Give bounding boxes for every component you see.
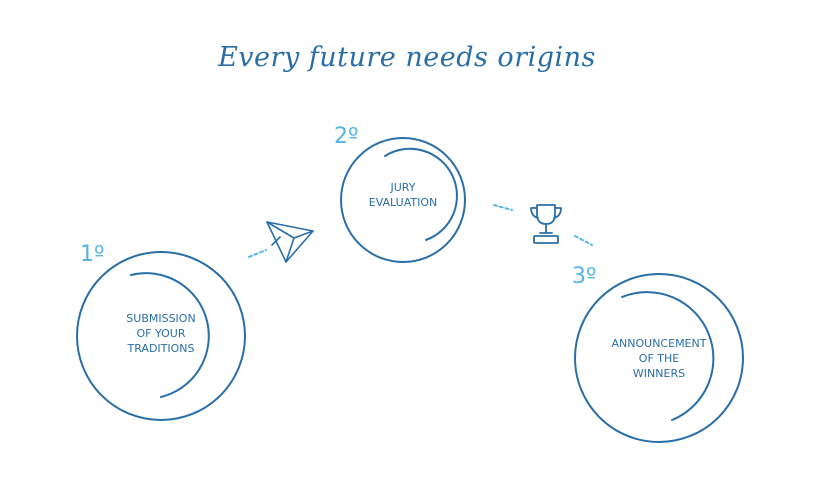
connector-dots-2 [493, 204, 513, 211]
page-title: Every future needs origins [218, 42, 596, 73]
step-2-outer-circle [340, 137, 466, 263]
step-3-label-line-2: OF THE [638, 352, 680, 365]
step-1-label-line-1: SUBMISSION [126, 312, 196, 325]
paper-plane-icon [266, 221, 314, 263]
step-3-label: ANNOUNCEMENT OF THE WINNERS [584, 336, 734, 381]
step-1-label: SUBMISSION OF YOUR TRADITIONS [96, 311, 226, 356]
step-1-label-line-3: TRADITIONS [127, 342, 195, 355]
step-3-inner-arc [621, 291, 715, 421]
step-2-inner-arc [384, 147, 458, 241]
step-2-label-line-2: EVALUATION [368, 196, 438, 209]
step-2-number: 2º [334, 124, 359, 149]
step-2-label-line-1: JURY [390, 181, 416, 194]
step-1-inner-arc [130, 272, 210, 398]
connector-dots-1 [248, 249, 267, 258]
step-1-label-line-2: OF YOUR [136, 327, 186, 340]
step-3-outer-circle [574, 273, 744, 443]
step-3-number: 3º [572, 264, 597, 289]
step-2-label: JURY EVALUATION [353, 180, 453, 210]
step-1-outer-circle [76, 251, 246, 421]
step-3-label-line-3: WINNERS [632, 367, 686, 380]
trophy-icon [530, 204, 562, 244]
connector-dots-3 [574, 235, 593, 246]
step-3-label-line-1: ANNOUNCEMENT [611, 337, 707, 350]
step-1-number: 1º [80, 242, 105, 267]
